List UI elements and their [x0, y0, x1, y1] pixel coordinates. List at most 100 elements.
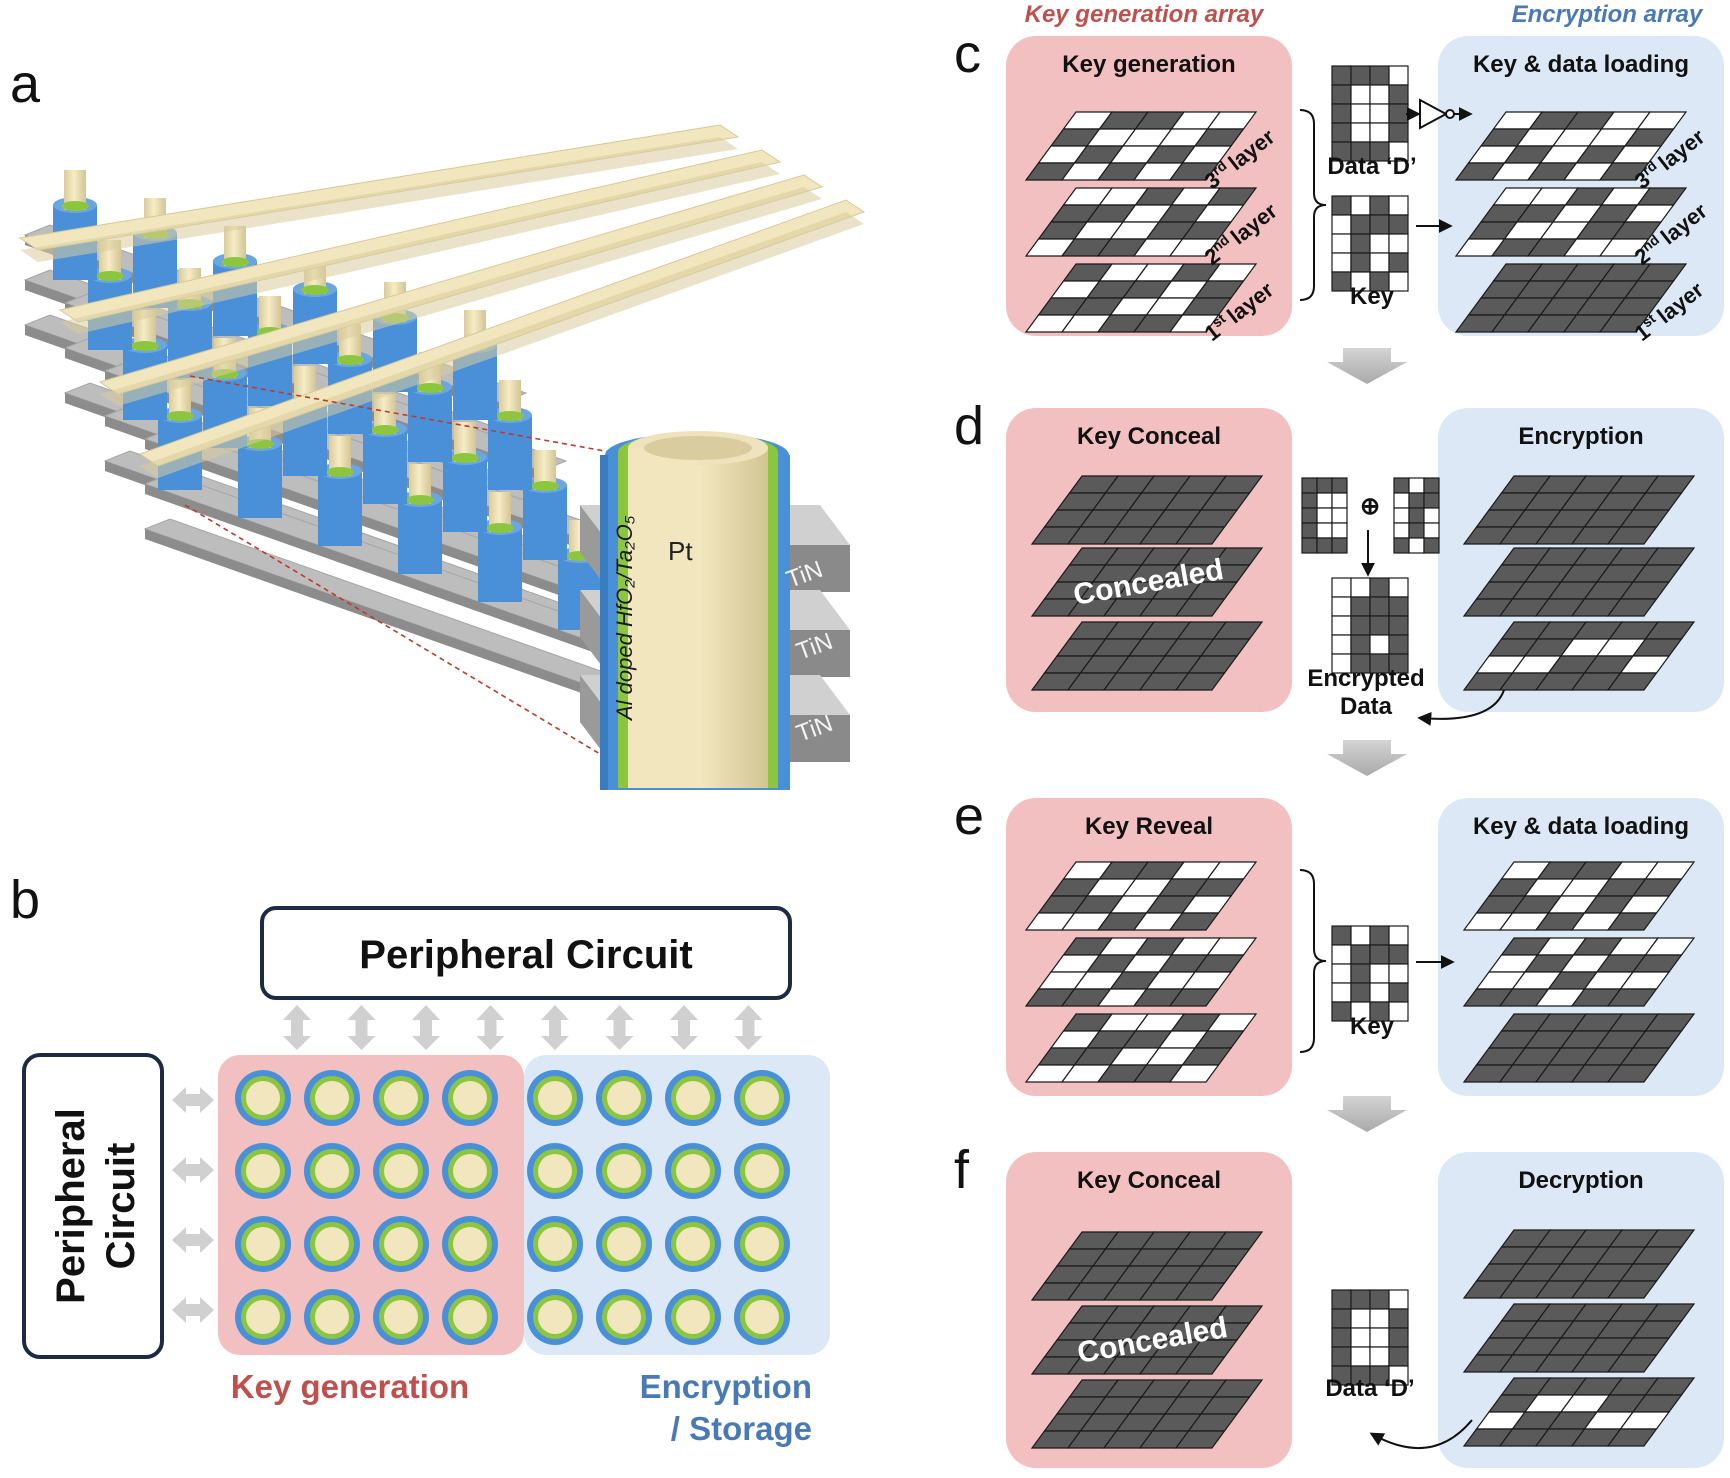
matrix-cell	[1423, 507, 1440, 524]
grid-cell	[1606, 1280, 1658, 1299]
memory-cell-core	[246, 1300, 280, 1334]
matrix-cell	[1388, 65, 1409, 86]
key-label-e: Key	[1350, 1013, 1395, 1040]
pillar-shell	[398, 499, 442, 574]
pillar-ring	[301, 285, 329, 295]
encrypted-label-1: Encrypted	[1307, 665, 1424, 692]
pillar-ring	[496, 411, 524, 421]
pillar-shell	[363, 429, 407, 504]
right-box-title: Key & data loading	[1473, 813, 1689, 840]
grid-cell	[1168, 1064, 1220, 1083]
matrix-cell	[1388, 1365, 1409, 1386]
matrix-cell	[1369, 65, 1390, 86]
enc-layer-2	[1454, 187, 1688, 257]
memory-cell-core	[453, 1154, 487, 1188]
matrix-cell	[1350, 963, 1371, 984]
key-generation-region	[218, 1055, 524, 1355]
io-arrow-vertical	[605, 1005, 634, 1050]
xor-data-matrix	[1301, 477, 1348, 554]
memory-cell-core	[745, 1227, 779, 1261]
matrix-cell	[1388, 634, 1409, 655]
matrix-cell	[1388, 1308, 1409, 1329]
grid-cell	[1606, 1354, 1658, 1373]
matrix-cell	[1350, 252, 1371, 273]
matrix-cell	[1369, 1327, 1390, 1348]
enc-layer-1	[1454, 263, 1688, 333]
pillar-shell	[443, 457, 487, 532]
key-layer-1	[1024, 263, 1258, 333]
io-arrow-horizontal	[172, 1157, 214, 1183]
memory-cell-core	[607, 1081, 641, 1115]
top-bar-shade	[100, 187, 822, 406]
matrix-cell	[1301, 492, 1318, 509]
data-d-label: Data ‘D’	[1327, 153, 1416, 180]
dec-layer-3	[1462, 1229, 1696, 1299]
matrix-cell	[1369, 634, 1390, 655]
matrix-cell	[1331, 492, 1348, 509]
matrix-cell	[1408, 522, 1425, 539]
legend-encryption: Encryption	[640, 1368, 812, 1405]
panel-b: b Peripheral Circuit Peripheral Circuit …	[10, 870, 830, 1447]
matrix-cell	[1350, 195, 1371, 216]
matrix-cell	[1408, 537, 1425, 554]
memory-cell-core	[538, 1154, 572, 1188]
pillar-core	[134, 310, 156, 350]
memory-cell-core	[453, 1227, 487, 1261]
pillar-ring	[131, 341, 159, 351]
io-arrow-vertical	[734, 1005, 763, 1050]
pillar-core	[454, 422, 476, 462]
top-bar	[98, 174, 824, 395]
pillar-core	[409, 464, 431, 504]
matrix-cell	[1369, 925, 1390, 946]
matrix-cell	[1388, 577, 1409, 598]
memory-cell-core	[607, 1300, 641, 1334]
dec-to-data-arrow	[1369, 1419, 1473, 1450]
key-matrix-e	[1331, 925, 1409, 1022]
concealed-layer-2	[1030, 547, 1264, 617]
key-layer-2	[1024, 187, 1258, 257]
matrix-cell	[1369, 577, 1390, 598]
io-arrow-vertical	[412, 1005, 440, 1050]
matrix-cell	[1393, 477, 1410, 494]
matrix-cell	[1350, 982, 1371, 1003]
pillar-core	[224, 226, 246, 266]
tin-plate-edge	[145, 529, 621, 707]
matrix-cell	[1388, 596, 1409, 617]
concealed-layer-1	[1030, 621, 1264, 691]
memory-cell-core	[315, 1154, 349, 1188]
matrix-cell	[1350, 615, 1371, 636]
peripheral-circuit-left-line1: Peripheral	[49, 1108, 93, 1304]
decrypted-data-matrix	[1331, 1289, 1409, 1386]
matrix-cell	[1331, 233, 1352, 254]
concealed-layer-3	[1030, 475, 1264, 545]
memory-cell-core	[315, 1081, 349, 1115]
pillar-ring	[451, 453, 479, 463]
peripheral-circuit-top-label: Peripheral Circuit	[359, 933, 692, 977]
matrix-cell	[1350, 1289, 1371, 1310]
matrix-cell	[1331, 1308, 1352, 1329]
right-box-title: Key & data loading	[1473, 51, 1689, 78]
matrix-cell	[1331, 1327, 1352, 1348]
panel-a: a	[10, 54, 866, 790]
matrix-cell	[1369, 982, 1390, 1003]
matrix-cell	[1331, 634, 1352, 655]
matrix-cell	[1423, 492, 1440, 509]
matrix-cell	[1388, 1001, 1409, 1022]
enc-layer-2	[1462, 547, 1696, 617]
matrix-cell	[1369, 103, 1390, 124]
matrix-cell	[1331, 477, 1348, 494]
matrix-cell	[1408, 477, 1425, 494]
grid-cell	[1606, 526, 1658, 545]
peripheral-circuit-left	[22, 1053, 164, 1359]
matrix-cell	[1393, 492, 1410, 509]
matrix-cell	[1369, 214, 1390, 235]
matrix-cell	[1388, 195, 1409, 216]
matrix-cell	[1423, 522, 1440, 539]
matrix-cell	[1369, 596, 1390, 617]
encrypted-data-matrix	[1331, 577, 1409, 674]
matrix-cell	[1350, 577, 1371, 598]
matrix-cell	[1369, 944, 1390, 965]
pillar-ring	[531, 481, 559, 491]
pillar-shell	[408, 387, 452, 462]
matrix-cell	[1350, 634, 1371, 655]
